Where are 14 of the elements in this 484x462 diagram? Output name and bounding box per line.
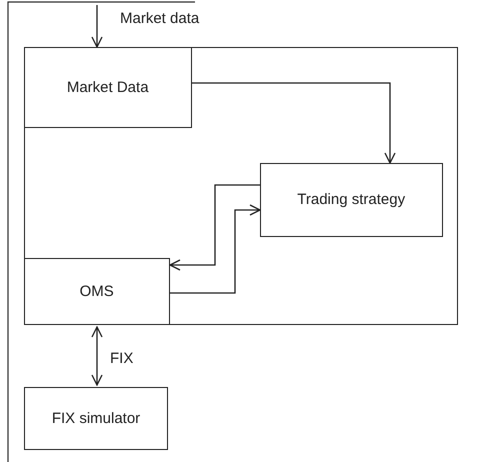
box-label: Trading strategy — [297, 191, 406, 208]
arrow — [169, 184, 260, 271]
process-box — [24, 258, 170, 325]
box-label: OMS — [80, 282, 114, 300]
process-box — [24, 387, 168, 450]
arrow — [192, 82, 396, 164]
box-label: Market Data — [66, 78, 149, 96]
box-label: FIX simulator — [52, 410, 140, 427]
arrow — [170, 204, 261, 294]
arrow — [91, 326, 103, 386]
arrow — [91, 5, 103, 48]
process-box — [260, 162, 443, 237]
process-box — [24, 46, 192, 128]
container-box — [24, 47, 458, 325]
